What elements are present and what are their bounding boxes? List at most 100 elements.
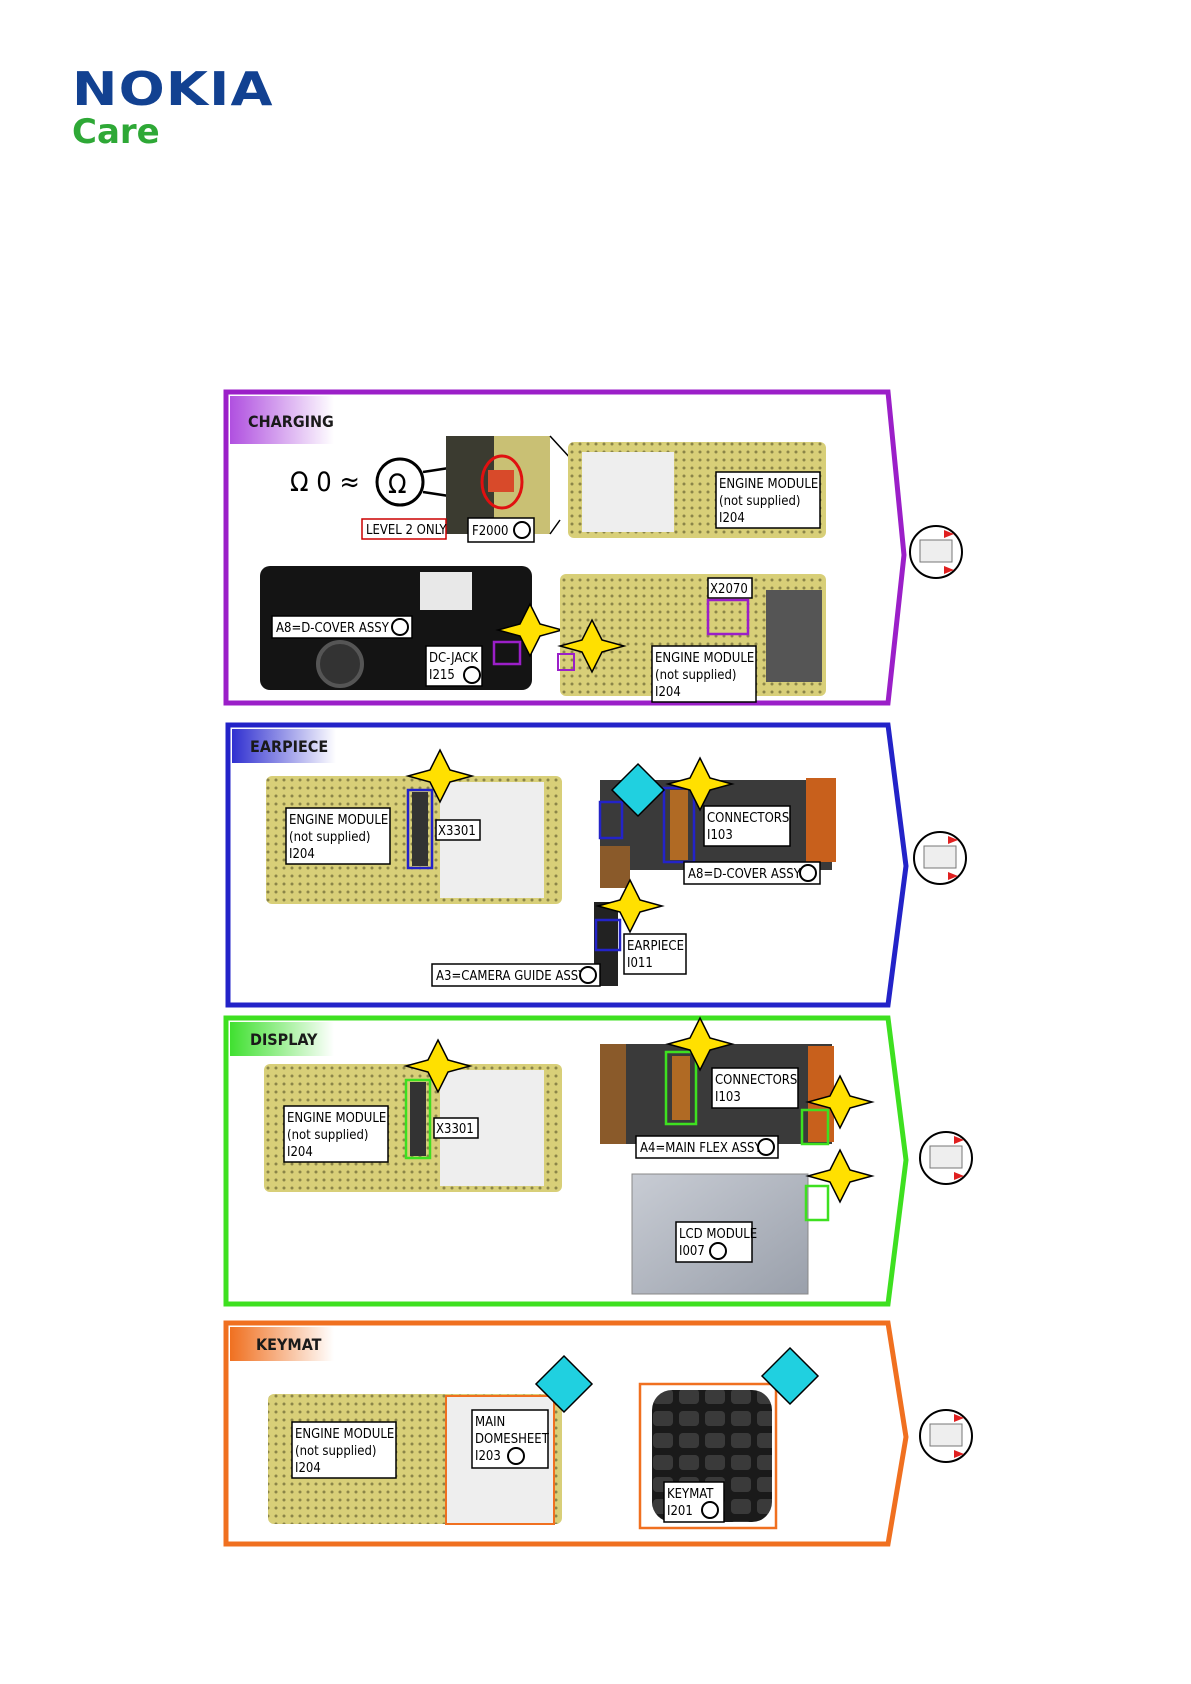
ohm-symbol: Ω xyxy=(388,469,407,500)
engine-top-label-2: (not supplied) xyxy=(719,494,800,509)
recycle-icon xyxy=(507,1447,525,1465)
lcd-connector-highlight xyxy=(804,1184,830,1222)
keymat-title: KEYMAT xyxy=(256,1335,322,1354)
display-title: DISPLAY xyxy=(250,1030,318,1049)
engine-top-label-box xyxy=(715,471,821,529)
engine-label-box xyxy=(285,807,391,865)
lcd-label-1: LCD MODULE xyxy=(679,1227,757,1242)
engine-bottom-shield xyxy=(766,590,822,682)
connectors-label-2: I103 xyxy=(715,1090,741,1105)
esd-diamond-icon xyxy=(534,1354,594,1414)
f2000-label: F2000 xyxy=(472,524,509,539)
logo-care-text: Care xyxy=(72,112,160,152)
connectors-label-1: CONNECTORS xyxy=(707,811,789,826)
x2070-label-box xyxy=(707,577,753,599)
keymat-frame xyxy=(223,1320,909,1547)
warning-star-icon xyxy=(595,878,665,934)
recycle-icon xyxy=(463,666,481,684)
flex-connector-right xyxy=(806,778,836,862)
connectors-label-box xyxy=(711,1067,799,1109)
engine-bottom-label-3: I204 xyxy=(655,685,681,700)
ohm-meter-icon xyxy=(375,457,425,507)
dcjack-label-2: I215 xyxy=(429,668,455,683)
dcover-label-box xyxy=(683,861,821,885)
fuse-f2000 xyxy=(488,470,514,492)
dcjack-pad-highlight xyxy=(557,653,575,671)
x3301-label-box xyxy=(435,819,481,841)
service-level-icon xyxy=(913,831,967,885)
engine-label-2: (not supplied) xyxy=(289,830,370,845)
section-earpiece: EARPIECE X3301 ENGINE MODULE (not suppli… xyxy=(225,722,967,1008)
dcover-label: A8=D-COVER ASSY xyxy=(276,621,390,636)
domesheet-label-3: I203 xyxy=(475,1449,501,1464)
d-cover-speaker xyxy=(316,640,364,688)
warning-star-icon xyxy=(805,1074,875,1130)
warning-star-icon xyxy=(805,1148,875,1204)
x2070-label: X2070 xyxy=(710,582,748,597)
section-charging: CHARGING Ω 0 ≈ Ω LEVEL 2 ONLY F2000 ENGI… xyxy=(223,389,963,706)
camera-label: A3=CAMERA GUIDE ASSY xyxy=(436,969,586,984)
dcjack-label-1: DC-JACK xyxy=(429,651,478,666)
section-display: DISPLAY X3301 ENGINE MODULE (not supplie… xyxy=(223,1015,973,1307)
flex-end-left xyxy=(600,1044,626,1144)
engine-label-2: (not supplied) xyxy=(295,1444,376,1459)
warning-star-icon xyxy=(403,1038,473,1094)
engine-label-box xyxy=(283,1105,389,1163)
recycle-icon xyxy=(799,864,817,882)
charging-frame xyxy=(223,389,907,706)
dcjack-highlight xyxy=(492,640,522,666)
ohm-formula: Ω 0 ≈ xyxy=(290,467,360,498)
recycle-icon xyxy=(701,1501,719,1519)
charging-banner xyxy=(230,396,334,444)
recycle-icon xyxy=(709,1242,727,1260)
engine-bottom-label-2: (not supplied) xyxy=(655,668,736,683)
earpiece-banner xyxy=(232,729,336,763)
recycle-icon xyxy=(513,521,531,539)
service-level-icon xyxy=(909,525,963,579)
x3301-label: X3301 xyxy=(436,1122,474,1137)
connector-right-highlight xyxy=(800,1108,830,1146)
engine-shield xyxy=(582,452,674,532)
level2-label: LEVEL 2 ONLY xyxy=(366,523,447,538)
esd-diamond-icon xyxy=(760,1346,820,1406)
engine-label-box xyxy=(291,1421,397,1479)
keymat-label-2: I201 xyxy=(667,1504,693,1519)
earpiece-title: EARPIECE xyxy=(250,737,328,756)
red-highlight-circle xyxy=(480,454,524,510)
x3301-connector xyxy=(410,1082,426,1156)
recycle-icon xyxy=(391,618,409,636)
earpiece-label-1: EARPIECE xyxy=(627,939,684,954)
connectors-label-1: CONNECTORS xyxy=(715,1073,797,1088)
section-keymat: KEYMAT ENGINE MODULE (not supplied) I204… xyxy=(223,1320,973,1547)
recycle-icon xyxy=(579,966,597,984)
connectors-label-2: I103 xyxy=(707,828,733,843)
engine-bottom-label-1: ENGINE MODULE xyxy=(655,651,754,666)
engine-label-3: I204 xyxy=(289,847,315,862)
lcd-label-2: I007 xyxy=(679,1244,705,1259)
service-level-icon xyxy=(919,1409,973,1463)
earpiece-frame xyxy=(225,722,909,1008)
x3301-highlight xyxy=(404,1078,432,1160)
recycle-icon xyxy=(757,1138,775,1156)
connector-mid-highlight xyxy=(662,786,696,864)
display-frame xyxy=(223,1015,909,1307)
service-level-icon xyxy=(919,1131,973,1185)
charging-title: CHARGING xyxy=(248,412,334,431)
x3301-connector xyxy=(412,792,428,866)
warning-star-icon xyxy=(665,756,735,812)
keymat-highlight xyxy=(638,1382,778,1530)
warning-star-icon xyxy=(405,748,475,804)
logo-nokia-text: NOKIA xyxy=(72,62,274,116)
display-banner xyxy=(230,1022,334,1056)
camera-label-box xyxy=(431,963,601,987)
dcover-label-box xyxy=(271,615,413,639)
dcjack-label-box xyxy=(425,645,483,687)
nokia-care-logo: NOKIA Care xyxy=(72,66,273,152)
domesheet-label-2: DOMESHEET xyxy=(475,1432,550,1447)
x3301-label: X3301 xyxy=(438,824,476,839)
engine-label-2: (not supplied) xyxy=(287,1128,368,1143)
domesheet-label-1: MAIN xyxy=(475,1415,505,1430)
level2-label-box xyxy=(361,518,447,540)
dcover-label: A8=D-COVER ASSY xyxy=(688,867,802,882)
